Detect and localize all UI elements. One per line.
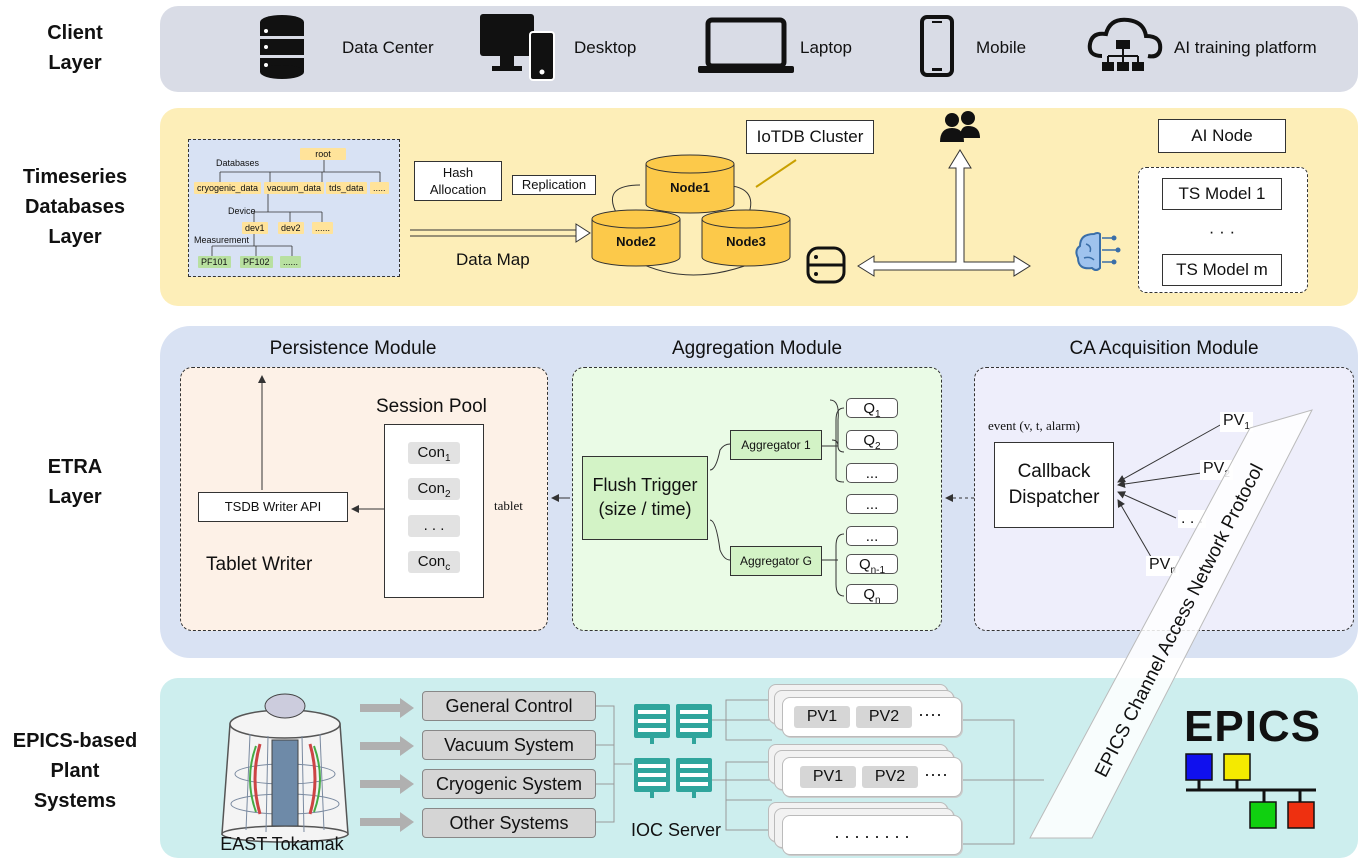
data-map-label: Data Map <box>456 250 530 269</box>
queue-ellipsis: ... <box>846 494 898 514</box>
pv-source: PVn <box>1146 556 1179 577</box>
mobile-icon <box>920 15 954 77</box>
east-tokamak-illustration <box>221 693 349 843</box>
system-box-general-control: General Control <box>422 691 596 721</box>
client-item-desktop: Desktop <box>574 38 637 57</box>
queue-box: Qn-1 <box>846 554 898 576</box>
client-item-laptop: Laptop <box>800 38 852 57</box>
users-icon <box>940 111 980 142</box>
tree-database: cryogenic_data <box>194 182 262 194</box>
tablet-label: tablet <box>494 498 523 513</box>
database-icon <box>806 246 846 284</box>
client-item-mobile: Mobile <box>976 38 1027 57</box>
tree-device-label: Device <box>228 206 256 216</box>
tsdb-writer-api-box: TSDB Writer API <box>198 492 348 522</box>
east-tokamak-label: EAST Tokamak <box>220 834 344 854</box>
laptop-icon <box>698 17 794 73</box>
node1-label: Node1 <box>670 180 710 195</box>
connection-item: Con1 <box>408 442 460 464</box>
tree-database: ..... <box>370 182 389 194</box>
connection-ellipsis: . . . <box>408 515 460 537</box>
tree-database: tds_data <box>326 182 367 194</box>
system-box-vacuum: Vacuum System <box>422 730 596 760</box>
connection-item: Conc <box>408 551 460 573</box>
pv-card <box>782 815 962 855</box>
queue-box: Q1 <box>846 398 898 420</box>
tree-measurement-label: Measurement <box>194 235 250 245</box>
ioc-server-icon <box>634 704 712 798</box>
ca-acquisition-module-title: CA Acquisition Module <box>1069 338 1259 359</box>
epics-logo-text: EPICS <box>1184 702 1322 751</box>
client-item-ai-training-platform: AI training platform <box>1174 38 1317 57</box>
tablet-writer-label: Tablet Writer <box>206 554 313 575</box>
node2-label: Node2 <box>616 234 656 249</box>
tree-measurement: PF102 <box>240 256 273 268</box>
ts-model-box: TS Model m <box>1162 254 1282 286</box>
ts-model-box: TS Model 1 <box>1162 178 1282 210</box>
node3-cylinder <box>701 209 791 267</box>
pv-chip: PV1 <box>800 766 856 788</box>
schema-tree-panel <box>188 139 400 277</box>
data-center-icon <box>260 15 304 79</box>
desktop-icon <box>480 14 555 81</box>
pv-chip: PV2 <box>862 766 918 788</box>
tree-database: vacuum_data <box>264 182 325 194</box>
node3-label: Node3 <box>726 234 766 249</box>
queue-box: Qn <box>846 584 898 606</box>
iotdb-cluster-label: IoTDB Cluster <box>746 120 874 154</box>
pv-chip: PV2 <box>856 706 912 728</box>
pv-chip: PV1 <box>794 706 850 728</box>
ai-node-label: AI Node <box>1158 119 1286 153</box>
queue-box: Q2 <box>846 430 898 452</box>
tree-databases-label: Databases <box>216 158 260 168</box>
queue-ellipsis: ... <box>846 463 898 483</box>
client-item-data-center: Data Center <box>342 38 434 57</box>
session-pool-label: Session Pool <box>376 396 487 417</box>
event-label: event (v, t, alarm) <box>988 418 1080 433</box>
system-box-cryogenic: Cryogenic System <box>422 769 596 799</box>
tree-device: dev2 <box>278 222 304 234</box>
node1-cylinder <box>645 154 735 214</box>
tree-root: root <box>300 148 346 160</box>
cloud-network-icon <box>1087 17 1163 71</box>
pv-source: PV1 <box>1220 412 1253 433</box>
aggregator-box: Aggregator G <box>730 546 822 576</box>
tree-measurement: ...... <box>280 256 302 268</box>
tree-measurement: PF101 <box>198 256 231 268</box>
connection-item: Con2 <box>408 478 460 500</box>
flush-trigger-box: Flush Trigger(size / time) <box>582 456 708 540</box>
ts-model-ellipsis: · · · <box>1208 222 1236 241</box>
ai-brain-icon <box>1075 232 1121 271</box>
node2-cylinder <box>591 209 681 267</box>
ioc-server-label: IOC Server <box>630 820 722 840</box>
persistence-module-title: Persistence Module <box>269 338 437 359</box>
system-box-other: Other Systems <box>422 808 596 838</box>
queue-ellipsis: ... <box>846 526 898 546</box>
aggregator-box: Aggregator 1 <box>730 430 822 460</box>
pv-chip-ellipsis: ···· <box>924 764 948 784</box>
pv-chip-ellipsis: ···· <box>918 704 942 724</box>
tree-device: ...... <box>312 222 334 234</box>
tree-device: dev1 <box>242 222 268 234</box>
aggregation-module-title: Aggregation Module <box>671 338 843 359</box>
replication-box: Replication <box>512 175 596 195</box>
epics-logo-graphic <box>1185 753 1316 829</box>
pv-chip-ellipsis: . . . . . . . . <box>834 822 910 842</box>
